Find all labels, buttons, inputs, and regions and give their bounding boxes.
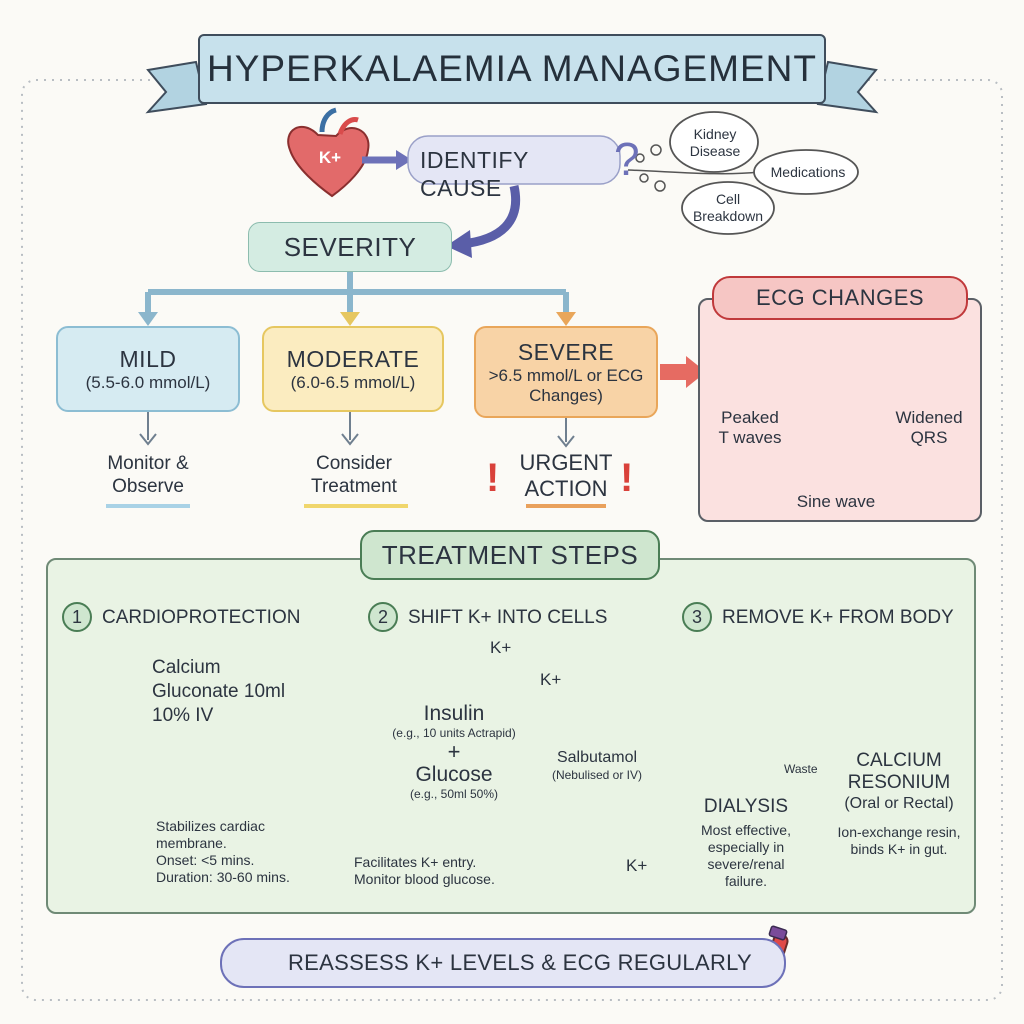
- ecg-title: ECG CHANGES: [755, 285, 925, 310]
- banner-tail-right: [816, 60, 879, 114]
- salbutamol-text: Salbutamol (Nebulised or IV): [534, 748, 660, 783]
- severe-action-line1: URGENT: [519, 450, 613, 475]
- moderate-action: Consider Treatment: [276, 452, 432, 498]
- k-label-right: K+: [540, 670, 562, 689]
- moderate-title: MODERATE: [286, 346, 420, 372]
- severity-box: SEVERITY: [248, 222, 452, 272]
- insulin-label: Insulin: [423, 702, 485, 725]
- calcium-notes: Stabilizes cardiac membrane. Onset: <5 m…: [156, 818, 326, 886]
- moderate-action-line1: Consider: [315, 453, 393, 474]
- salbutamol-label: Salbutamol: [556, 749, 638, 766]
- ecg-widened-line1: Widened: [895, 408, 963, 427]
- cloud-medications: [753, 149, 859, 195]
- calcium-resonium-label: CALCIUM RESONIUM (Oral or Rectal): [826, 750, 972, 814]
- warning-bang-left: !: [486, 456, 500, 500]
- moderate-box: MODERATE (6.0-6.5 mmol/L): [262, 326, 444, 412]
- dialysis-label: DIALYSIS: [703, 796, 789, 817]
- severity-label: SEVERITY: [283, 232, 417, 262]
- step-1-number: 1: [62, 602, 92, 632]
- calcium-note3: Onset: <5 mins.: [156, 852, 255, 868]
- shift-note2: Monitor blood glucose.: [354, 871, 495, 887]
- curve-arrow-head: [446, 230, 472, 258]
- ecg-peaked-line2: T waves: [718, 428, 782, 447]
- mild-range: (5.5-6.0 mmol/L): [85, 373, 211, 392]
- calcium-note1: Stabilizes cardiac: [156, 818, 265, 834]
- severe-title: SEVERE: [517, 339, 615, 365]
- identify-cause-label: IDENTIFY CAUSE: [420, 147, 529, 201]
- treatment-title: TREATMENT STEPS: [381, 540, 639, 570]
- ecg-peaked-label: Peaked T waves: [708, 408, 792, 448]
- mild-action-line2: Observe: [112, 476, 184, 497]
- glucose-dose: (e.g., 50ml 50%): [409, 787, 499, 801]
- glucose-label: Glucose: [415, 763, 493, 786]
- mild-action: Monitor & Observe: [70, 452, 226, 498]
- treatment-title-box: TREATMENT STEPS: [360, 530, 660, 580]
- resonium-line2: RESONIUM: [847, 772, 951, 793]
- identify-cause-box: [407, 135, 621, 185]
- severe-box: SEVERE >6.5 mmol/L or ECG Changes): [474, 326, 658, 418]
- treatment-panel: [46, 558, 976, 914]
- plus-sign: +: [447, 739, 461, 764]
- ecg-widened-line2: QRS: [910, 428, 948, 447]
- mild-box: MILD (5.5-6.0 mmol/L): [56, 326, 240, 412]
- moderate-action-line2: Treatment: [311, 476, 397, 497]
- k-label-top: K+: [490, 638, 512, 657]
- salbutamol-k-label: K+: [626, 856, 648, 875]
- step-3-label: REMOVE K+ FROM BODY: [722, 607, 954, 628]
- dialysis-note3: severe/renal: [707, 856, 785, 872]
- calcium-line2: Gluconate 10ml: [152, 681, 286, 702]
- resonium-line1: CALCIUM: [856, 750, 942, 771]
- ecg-sine-label: Sine wave: [796, 492, 876, 511]
- waste-label: Waste: [784, 762, 818, 776]
- heart-k-label: K+: [318, 148, 342, 167]
- severe-action: URGENT ACTION: [506, 450, 626, 502]
- shift-note1: Facilitates K+ entry.: [354, 854, 477, 870]
- resonium-line3: (Oral or Rectal): [844, 795, 954, 812]
- mild-action-line1: Monitor &: [107, 453, 189, 474]
- heart-icon: [287, 107, 370, 198]
- calcium-note4: Duration: 30-60 mins.: [156, 869, 290, 885]
- cause-medications: Medications: [770, 164, 846, 180]
- title-banner: HYPERKALAEMIA MANAGEMENT: [198, 34, 826, 104]
- reassess-banner: REASSESS K+ LEVELS & ECG REGULARLY: [220, 938, 786, 988]
- dialysis-notes: Most effective, especially in severe/ren…: [684, 822, 808, 890]
- question-mark: ?: [614, 133, 640, 185]
- resonium-note1: Ion-exchange resin,: [837, 824, 961, 840]
- calcium-gluconate-label: Calcium Gluconate 10ml 10% IV: [152, 656, 332, 728]
- mild-title: MILD: [119, 346, 177, 372]
- dialysis-note4: failure.: [724, 873, 768, 889]
- warning-bang-right: !: [620, 456, 634, 500]
- cloud-cell: [681, 181, 775, 235]
- step-3-number: 3: [682, 602, 712, 632]
- cause-cell-breakdown: Cell Breakdown: [692, 191, 764, 224]
- resonium-notes: Ion-exchange resin, binds K+ in gut.: [826, 824, 972, 858]
- dialysis-note1: Most effective,: [700, 822, 791, 838]
- moderate-range: (6.0-6.5 mmol/L): [290, 373, 416, 392]
- insulin-dose: (e.g., 10 units Actrapid): [392, 726, 516, 740]
- calcium-line3: 10% IV: [152, 705, 214, 726]
- step-2-label: SHIFT K+ INTO CELLS: [408, 607, 608, 628]
- page-title: HYPERKALAEMIA MANAGEMENT: [207, 48, 817, 89]
- severity-tree: [145, 270, 569, 316]
- ecg-widened-label: Widened QRS: [884, 408, 974, 448]
- step-1-label: CARDIOPROTECTION: [102, 607, 301, 628]
- severe-action-line2: ACTION: [524, 476, 608, 501]
- ecg-title-box: ECG CHANGES: [712, 276, 968, 320]
- dialysis-note2: especially in: [707, 839, 785, 855]
- step-2-number: 2: [368, 602, 398, 632]
- arrow-head-identify: [396, 150, 412, 170]
- ecg-peaked-line1: Peaked: [721, 408, 779, 427]
- reassess-text: REASSESS K+ LEVELS & ECG REGULARLY: [287, 950, 753, 975]
- calcium-note2: membrane.: [156, 835, 227, 851]
- salbutamol-route: (Nebulised or IV): [551, 768, 643, 782]
- cause-kidney-disease: Kidney Disease: [689, 126, 741, 159]
- calcium-line1: Calcium: [152, 657, 221, 678]
- cell-contents: Insulin (e.g., 10 units Actrapid) + Gluc…: [354, 702, 554, 802]
- shift-notes: Facilitates K+ entry. Monitor blood gluc…: [354, 854, 530, 888]
- curve-arrow-severity: [461, 185, 520, 249]
- resonium-note2: binds K+ in gut.: [850, 841, 948, 857]
- severe-range: >6.5 mmol/L or ECG Changes): [488, 366, 644, 405]
- cloud-kidney: [669, 111, 759, 173]
